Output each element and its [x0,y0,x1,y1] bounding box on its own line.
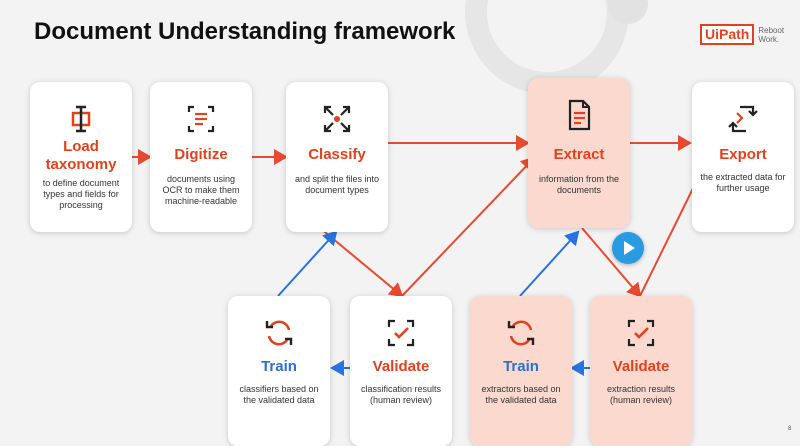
page-title: Document Understanding framework [34,18,456,45]
step-export: Export the extracted data for further us… [692,82,794,232]
arrow-validate-extract [401,156,536,297]
page-number: 8 [788,426,792,432]
checkmark-frame-icon [350,316,452,350]
play-button[interactable] [612,232,644,264]
step-description: extraction results (human review) [606,384,676,405]
step-description: classifiers based on the validated data [239,384,319,405]
document-lines-icon [150,102,252,136]
step-title: Train [261,358,297,375]
step-title: Export [719,146,767,163]
step-train-classifiers: Train classifiers based on the validated… [228,296,330,446]
step-description: documents using OCR to make them machine… [162,174,240,206]
step-description: to define document types and fields for … [42,178,120,210]
step-title: Extract [553,146,605,163]
step-title: Digitize [174,146,228,163]
arrow-extract-validate [581,227,642,298]
step-title: Validate [372,358,430,375]
logo-tagline: Reboot Work. [758,25,785,44]
logo-brand: UiPath [700,24,755,45]
refresh-icon [470,316,572,350]
step-validate-extraction: Validate extraction results (human revie… [590,296,692,446]
document-icon [528,98,630,132]
step-train-extractors: Train extractors based on the validated … [470,296,572,446]
step-title: Validate [612,358,670,375]
step-description: information from the documents [538,174,620,195]
uipath-logo: UiPath Reboot Work. [700,24,792,45]
step-description: classification results (human review) [360,384,442,405]
step-title: Train [503,358,539,375]
step-description: the extracted data for further usage [700,172,786,193]
refresh-icon [228,316,330,350]
step-classify: Classify and split the files into docume… [286,82,388,232]
taxonomy-icon [30,102,132,136]
step-validate-classification: Validate classification results (human r… [350,296,452,446]
step-extract: Extract information from the documents [528,78,630,228]
checkmark-frame-icon [590,316,692,350]
step-description: extractors based on the validated data [481,384,561,405]
step-load-taxonomy: Load taxonomy to define document types a… [30,82,132,232]
export-cycle-icon [692,102,794,136]
arrow-train-extract [519,230,580,297]
step-digitize: Digitize documents using OCR to make the… [150,82,252,232]
expand-arrows-icon [286,102,388,136]
step-title: Load taxonomy [45,138,117,173]
step-title: Classify [308,146,366,163]
arrow-train-classify [277,230,338,297]
step-description: and split the files into document types [294,174,380,195]
arrow-classify-validate [319,227,404,298]
